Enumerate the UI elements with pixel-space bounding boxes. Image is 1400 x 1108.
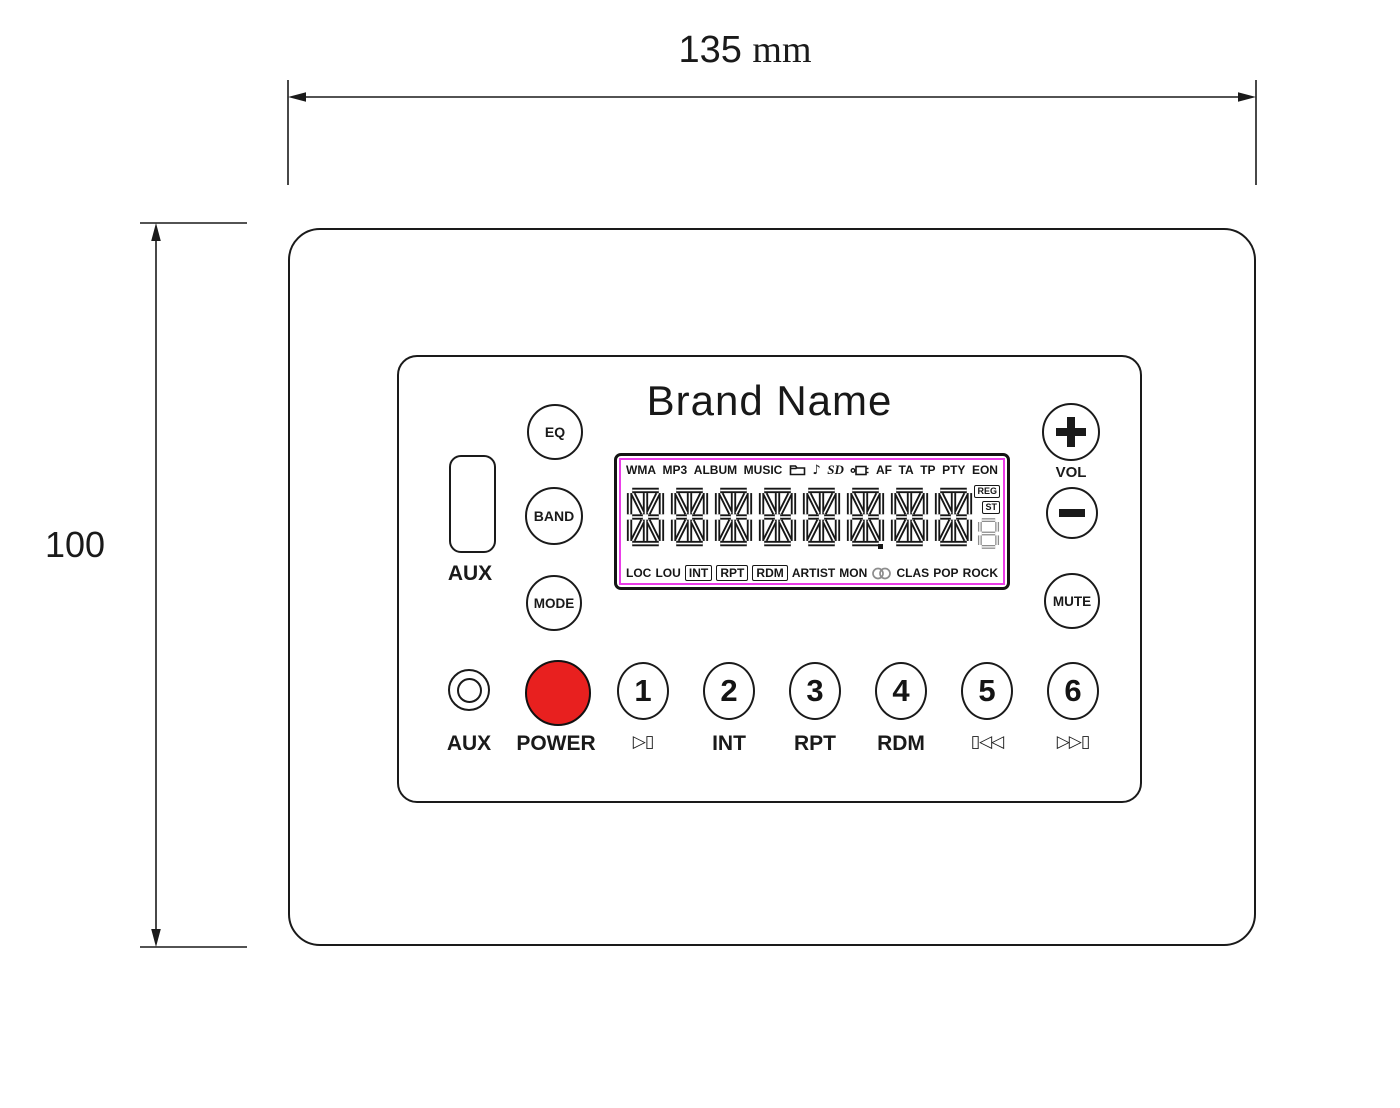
aux-card-slot[interactable] xyxy=(449,455,496,553)
lcd-indicator-ta: TA xyxy=(898,463,914,477)
height-dimension-label: 100 xyxy=(22,524,128,566)
aux-jack-label: AUX xyxy=(446,732,492,755)
lcd-badge-st: ST xyxy=(982,501,1000,514)
lcd-indicator-wma: WMA xyxy=(626,463,656,477)
mute-button-label: MUTE xyxy=(1052,593,1092,609)
preset-button-6[interactable]: 6 xyxy=(1047,662,1099,720)
preset-button-5[interactable]: 5 xyxy=(961,662,1013,720)
next-track-icon: ▷▷▯ xyxy=(1056,732,1091,752)
aux-jack[interactable] xyxy=(448,669,490,711)
volume-label: VOL xyxy=(1055,464,1087,481)
power-button[interactable] xyxy=(525,660,591,726)
minus-icon xyxy=(1059,509,1085,517)
lcd-indicator-mon: MON xyxy=(839,566,868,580)
lcd-indicator-eon: EON xyxy=(971,463,998,477)
music-note-icon: ♪ xyxy=(812,462,821,478)
band-button-label: BAND xyxy=(533,508,575,524)
power-button-label: POWER xyxy=(516,732,596,755)
front-panel: Brand Name EQ BAND MODE AUX WMA MP3 ALBU… xyxy=(397,355,1142,803)
mode-button[interactable]: MODE xyxy=(526,575,582,631)
lcd-right-badges: REG ST xyxy=(972,485,1000,550)
volume-down-button[interactable] xyxy=(1046,487,1098,539)
segment-char xyxy=(846,484,885,550)
sd-card-icon: SD xyxy=(827,462,844,477)
lcd-top-indicator-row: WMA MP3 ALBUM MUSIC ♪ SD AF TA TP PTY xyxy=(626,461,998,479)
segment-char xyxy=(714,484,753,550)
width-dimension-value: 135 xyxy=(678,29,742,71)
preset-button-3[interactable]: 3 xyxy=(789,662,841,720)
segment-char xyxy=(758,484,797,550)
mute-button[interactable]: MUTE xyxy=(1044,573,1100,629)
int-function-label: INT xyxy=(712,732,746,755)
width-dimension-label: 135 mm xyxy=(620,28,870,72)
lcd-indicator-album: ALBUM xyxy=(693,463,738,477)
segment-char xyxy=(670,484,709,550)
lcd-display-area: WMA MP3 ALBUM MUSIC ♪ SD AF TA TP PTY xyxy=(619,458,1005,585)
lcd-indicator-rdm: RDM xyxy=(752,565,788,581)
lcd-indicator-pop: POP xyxy=(933,566,959,580)
brand-name: Brand Name xyxy=(646,377,893,424)
play-pause-icon: ▷▯ xyxy=(632,732,654,752)
usb-icon xyxy=(850,465,869,476)
lcd-badge-reg: REG xyxy=(974,485,1000,498)
segment-char xyxy=(890,484,929,550)
volume-up-button[interactable] xyxy=(1042,403,1100,461)
lcd-indicator-rpt: RPT xyxy=(716,565,749,581)
preset-4-number: 4 xyxy=(892,673,910,708)
lcd-bottom-indicator-row: LOC LOU INT RPT RDM ARTIST MON CLAS POP … xyxy=(626,564,998,582)
rdm-function-label: RDM xyxy=(877,732,925,755)
aux-jack-hole xyxy=(456,677,482,703)
lcd-indicator-rock: ROCK xyxy=(962,566,998,580)
preset-button-1[interactable]: 1 xyxy=(617,662,669,720)
lcd-indicator-lou: LOU xyxy=(655,566,681,580)
segment-char xyxy=(802,484,841,550)
mode-button-label: MODE xyxy=(533,595,575,611)
lcd-indicator-loc: LOC xyxy=(626,566,652,580)
lcd-indicator-pty: PTY xyxy=(942,463,966,477)
segment-char xyxy=(934,484,973,550)
aux-slot-label: AUX xyxy=(447,562,493,585)
preset-6-number: 6 xyxy=(1064,673,1082,708)
previous-track-icon: ▯◁◁ xyxy=(970,732,1005,752)
lcd-segment-characters xyxy=(626,484,973,550)
lcd-indicator-int: INT xyxy=(684,565,713,581)
eq-button-label: EQ xyxy=(544,424,566,440)
preset-button-2[interactable]: 2 xyxy=(703,662,755,720)
preset-5-number: 5 xyxy=(978,673,996,708)
width-dimension-unit: mm xyxy=(752,29,812,71)
lcd-indicator-artist: ARTIST xyxy=(791,566,836,580)
rpt-function-label: RPT xyxy=(794,732,836,755)
lcd-indicator-clas: CLAS xyxy=(896,566,930,580)
preset-2-number: 2 xyxy=(720,673,738,708)
folder-icon xyxy=(789,464,806,476)
eq-button[interactable]: EQ xyxy=(527,404,583,460)
plus-icon xyxy=(1067,417,1075,447)
cd-icon xyxy=(871,567,892,580)
preset-1-number: 1 xyxy=(634,673,652,708)
lcd-indicator-af: AF xyxy=(875,463,892,477)
lcd-indicator-mp3: MP3 xyxy=(662,463,688,477)
preset-3-number: 3 xyxy=(806,673,824,708)
lcd-seven-segment-digit xyxy=(977,518,1000,549)
lcd-decimal-point xyxy=(878,544,883,549)
band-button[interactable]: BAND xyxy=(525,487,583,545)
height-dimension-value: 100 xyxy=(44,524,106,565)
segment-char xyxy=(626,484,665,550)
lcd-display: WMA MP3 ALBUM MUSIC ♪ SD AF TA TP PTY xyxy=(614,453,1010,590)
lcd-indicator-tp: TP xyxy=(920,463,936,477)
preset-button-4[interactable]: 4 xyxy=(875,662,927,720)
lcd-indicator-music: MUSIC xyxy=(743,463,783,477)
